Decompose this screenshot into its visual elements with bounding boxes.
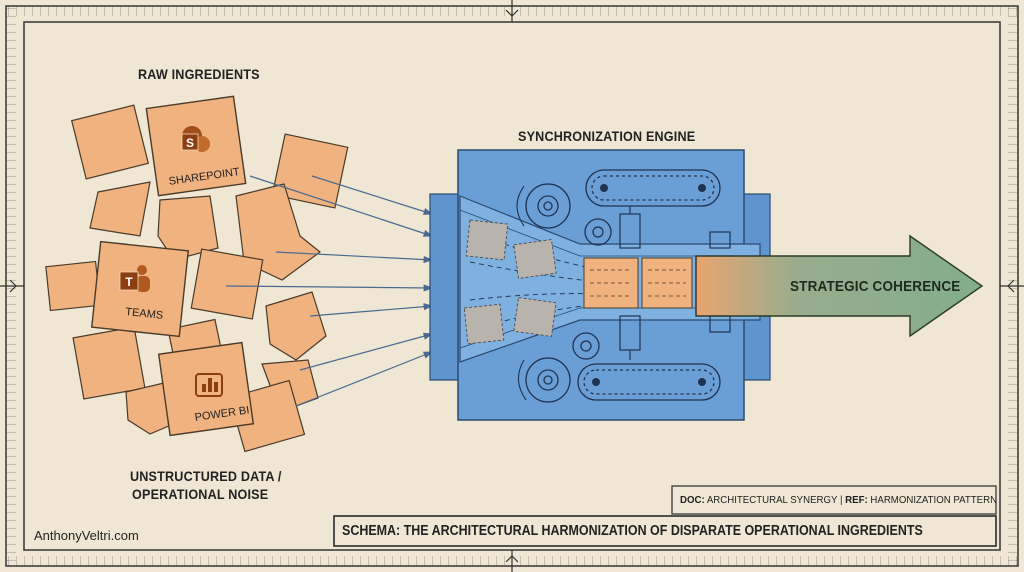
ingredient-tile: [157, 195, 219, 261]
ingredient-tile: [72, 326, 146, 400]
sharepoint-logo-icon: S: [181, 126, 210, 152]
svg-text:T: T: [125, 275, 133, 289]
unstructured-heading-line2: OPERATIONAL NOISE: [132, 486, 269, 502]
ingredient-tile: [45, 260, 101, 312]
svg-text:S: S: [186, 136, 194, 150]
ingredient-tile: [70, 104, 150, 180]
doc-value: ARCHITECTURAL SYNERGY: [706, 494, 838, 506]
ingredient-tile: [190, 248, 264, 320]
ingredient-tile: [265, 291, 327, 361]
raw-ingredients-heading: RAW INGREDIENTS: [138, 66, 260, 82]
doc-reference: DOC: ARCHITECTURAL SYNERGY | REF: HARMON…: [680, 494, 997, 506]
gear-icon: [517, 332, 600, 403]
strategic-coherence-label: STRATEGIC COHERENCE: [790, 278, 961, 295]
power-bi-tile: [157, 341, 255, 437]
gear-icon: [516, 183, 612, 246]
schema-box: [333, 515, 997, 547]
output-arrow: [695, 234, 984, 338]
doc-box: [671, 485, 997, 515]
doc-key: DOC:: [680, 494, 705, 506]
ref-key: REF:: [845, 494, 868, 506]
unstructured-heading-line1: UNSTRUCTURED DATA /: [130, 468, 282, 484]
ingredient-tile: [89, 181, 151, 237]
schema-title: SCHEMA: THE ARCHITECTURAL HARMONIZATION …: [342, 523, 923, 539]
power-bi-logo-icon: [195, 373, 223, 397]
sharepoint-tile: S: [145, 95, 247, 197]
teams-logo-icon: T: [119, 265, 150, 292]
site-credit[interactable]: AnthonyVeltri.com: [34, 528, 139, 543]
ref-value: HARMONIZATION PATTERN: [870, 494, 998, 506]
doc-separator: |: [839, 494, 843, 506]
input-arrows: [225, 175, 434, 407]
teams-tile: T: [90, 240, 190, 338]
synchronization-engine: [429, 149, 771, 421]
engine-heading: SYNCHRONIZATION ENGINE: [518, 128, 696, 144]
